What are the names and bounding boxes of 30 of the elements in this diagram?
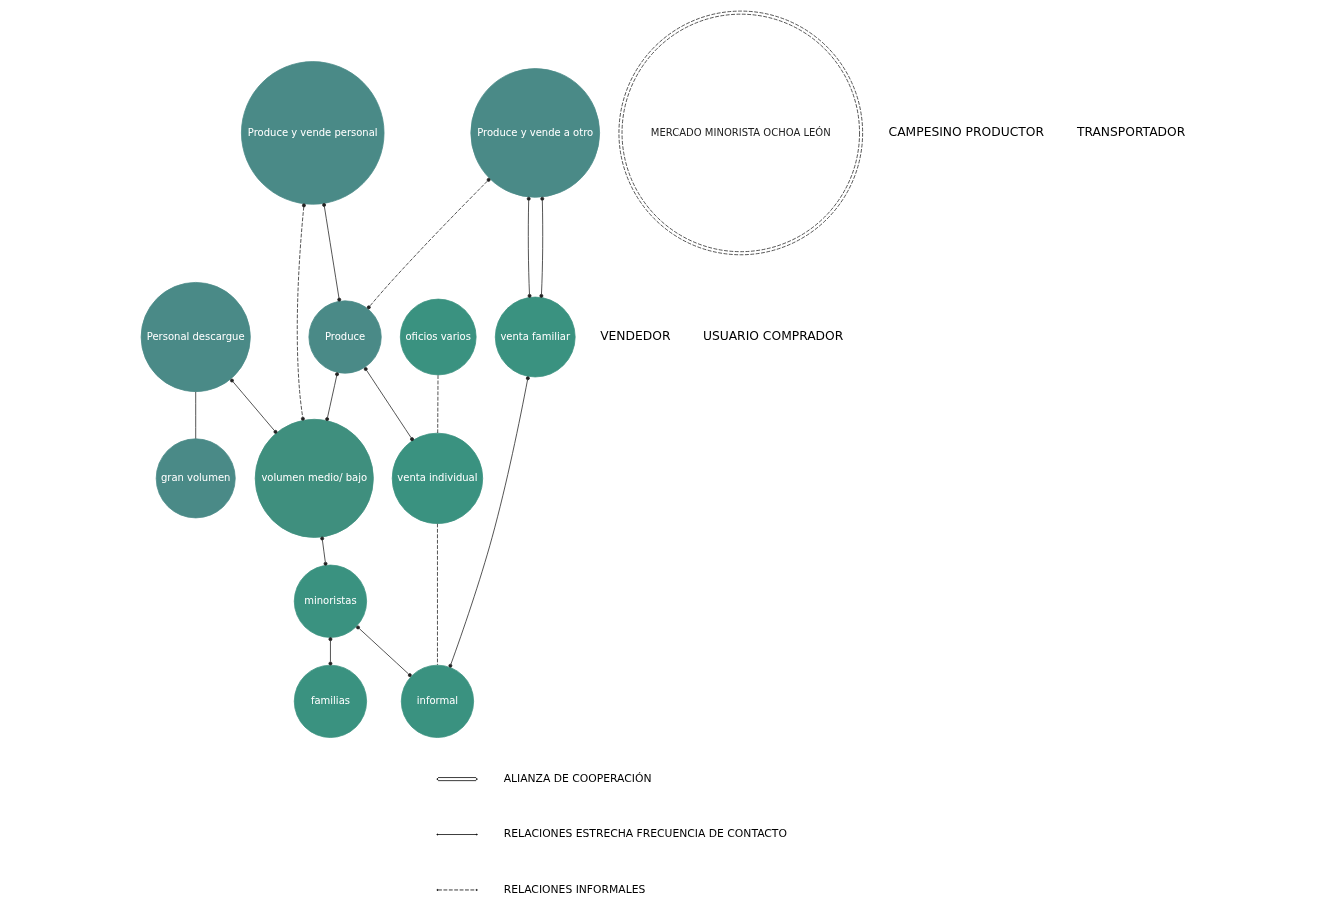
label: CAMPESINO PRODUCTOR — [888, 124, 1044, 139]
node-circle: venta individual — [391, 432, 483, 524]
node-circle: oficios varios — [399, 298, 476, 376]
node-circle: venta familiar — [494, 296, 576, 378]
connector — [355, 625, 412, 678]
label: VENDEDOR — [599, 328, 670, 343]
connector — [436, 523, 438, 666]
connector — [436, 374, 438, 434]
label: USUARIO COMPRADOR — [702, 328, 843, 343]
node-circle: minoristas — [293, 564, 367, 638]
connector — [363, 367, 414, 442]
node-circle: gran volumen — [155, 438, 236, 519]
connector — [447, 376, 530, 668]
connector — [296, 203, 306, 421]
connector — [538, 196, 544, 298]
label: TRANSPORTADOR — [1076, 124, 1185, 139]
legend-label: RELACIONES INFORMALES — [503, 882, 645, 896]
connector — [319, 536, 327, 566]
connector — [328, 637, 332, 666]
legend-label: ALIANZA DE COOPERACIÓN — [503, 771, 651, 785]
legend-label: RELACIONES ESTRECHA FRECUENCIA DE CONTACTO — [503, 827, 787, 841]
connector — [194, 391, 196, 440]
connector — [321, 203, 341, 302]
node-circle: Produce y vende a otro — [469, 68, 600, 198]
node-circle: familias — [293, 664, 367, 738]
connector — [324, 372, 339, 421]
connector — [229, 378, 277, 434]
node-circle: Personal descargue — [140, 282, 251, 392]
connector — [526, 196, 531, 298]
connector — [366, 177, 491, 310]
